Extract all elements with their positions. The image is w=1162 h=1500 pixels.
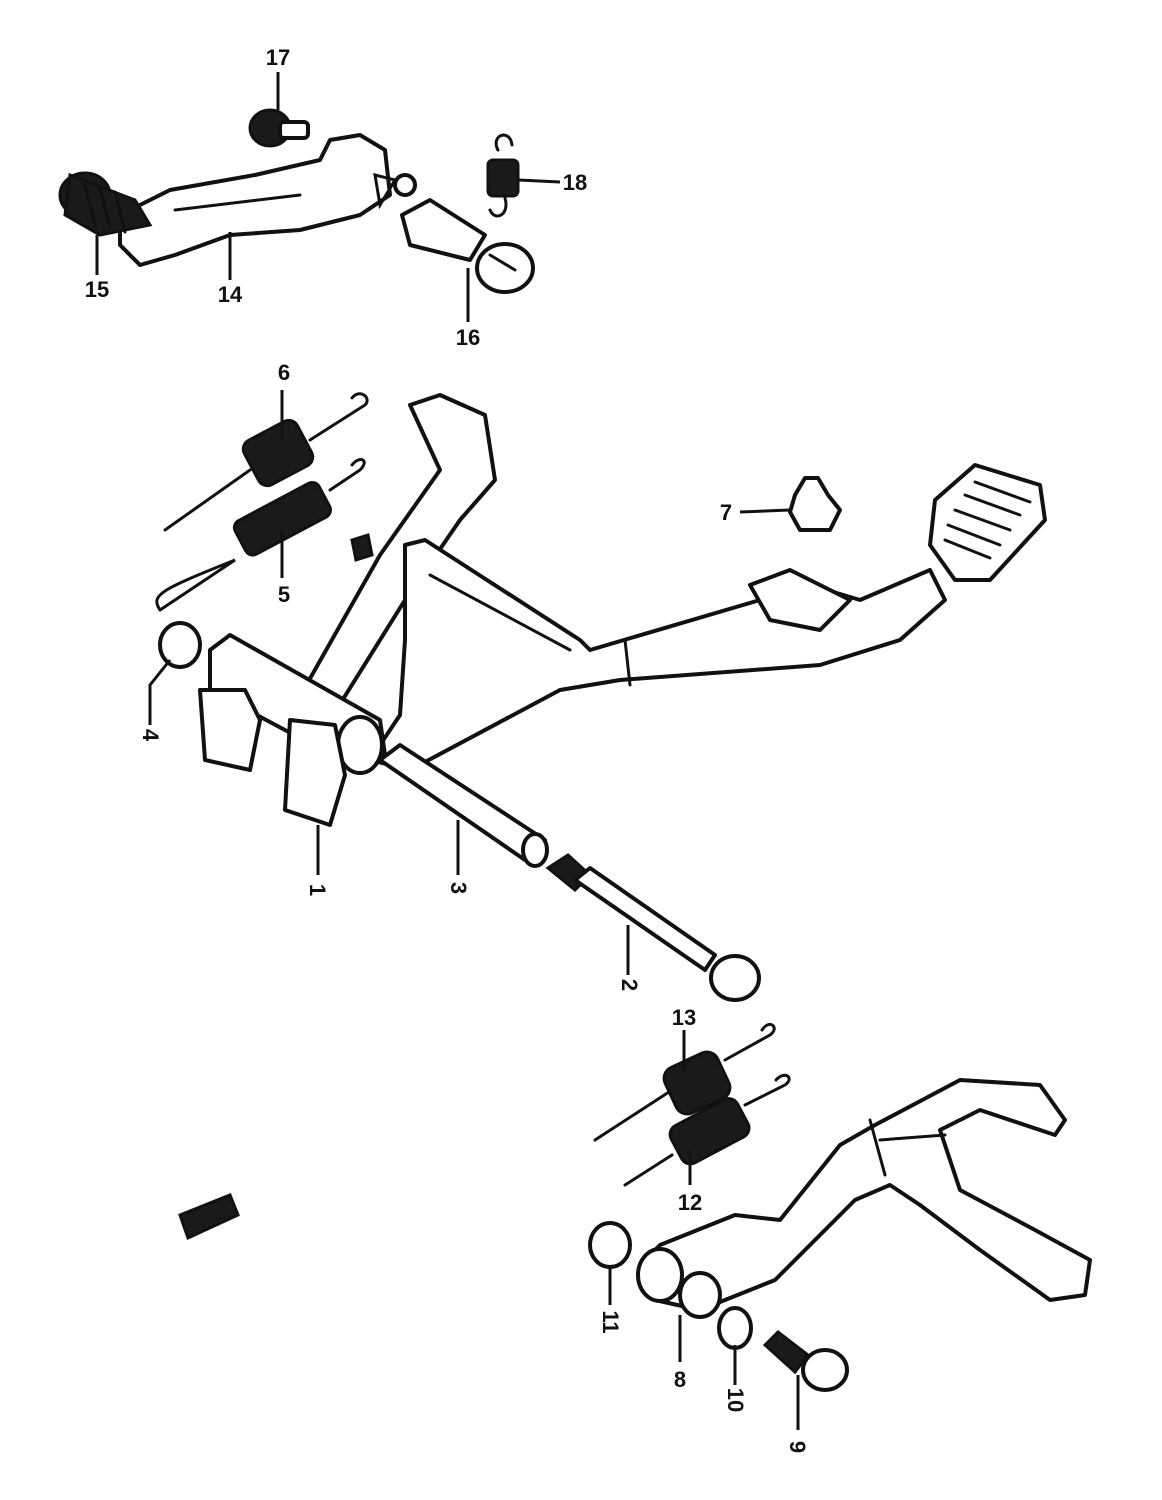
spring-18 — [486, 133, 520, 218]
pivot-shaft-16 — [400, 198, 535, 294]
part-7 — [788, 476, 842, 532]
callout-labels: 1 2 3 4 5 6 7 8 9 10 11 12 13 14 15 16 1… — [85, 45, 810, 1453]
callout-12: 12 — [678, 1190, 702, 1215]
spring-5 — [155, 458, 366, 612]
stand-inner-edge — [428, 573, 572, 652]
stand-pedal — [928, 463, 1047, 582]
callout-18: 18 — [563, 170, 587, 195]
main-stand-assembly — [155, 392, 1047, 1002]
callout-6: 6 — [278, 360, 290, 385]
callout-10: 10 — [723, 1388, 748, 1412]
callout-1: 1 — [305, 884, 330, 896]
spring-13 — [593, 1022, 776, 1142]
kick-lever-arm — [638, 1078, 1092, 1312]
bolt-2 — [545, 853, 761, 1002]
nut-11 — [588, 1221, 632, 1269]
kick-lever-boss — [636, 1247, 684, 1303]
shift-lever-rubber — [58, 171, 153, 237]
stand-bracket-right — [283, 718, 347, 827]
callout-3: 3 — [446, 882, 471, 894]
stand-clamp — [748, 568, 852, 632]
callout-17: 17 — [266, 45, 290, 70]
stand-weld-line — [623, 638, 632, 687]
pipe-3 — [378, 743, 547, 862]
leader-lines — [95, 72, 800, 1430]
loose-part — [178, 1193, 240, 1241]
kick-lever-eye — [678, 1271, 722, 1319]
callout-9: 9 — [785, 1441, 810, 1453]
stand-stud — [350, 533, 374, 562]
callout-15: 15 — [85, 277, 109, 302]
callout-8: 8 — [674, 1367, 686, 1392]
nut-4 — [158, 621, 202, 669]
callout-4: 4 — [138, 729, 163, 742]
shift-lever-edge — [173, 193, 302, 212]
callout-11: 11 — [598, 1310, 623, 1333]
kick-lever-detail — [868, 1118, 947, 1177]
callout-16: 16 — [456, 325, 480, 350]
stand-cross-tube — [368, 538, 947, 772]
callout-2: 2 — [617, 979, 642, 991]
callout-5: 5 — [278, 582, 290, 607]
spring-6 — [163, 392, 369, 532]
callout-14: 14 — [218, 282, 243, 307]
bolt-17 — [248, 108, 310, 148]
kick-starter-assembly — [588, 1022, 1092, 1392]
washer-10 — [717, 1306, 753, 1350]
stand-bracket-left — [198, 688, 262, 772]
callout-13: 13 — [672, 1005, 696, 1030]
bolt-9 — [762, 1330, 849, 1392]
shift-lever-hole — [393, 173, 417, 197]
gear-shift-lever-assembly — [58, 108, 535, 294]
callout-7: 7 — [720, 500, 732, 525]
spring-12 — [623, 1073, 791, 1187]
shift-lever-slot — [373, 172, 398, 210]
